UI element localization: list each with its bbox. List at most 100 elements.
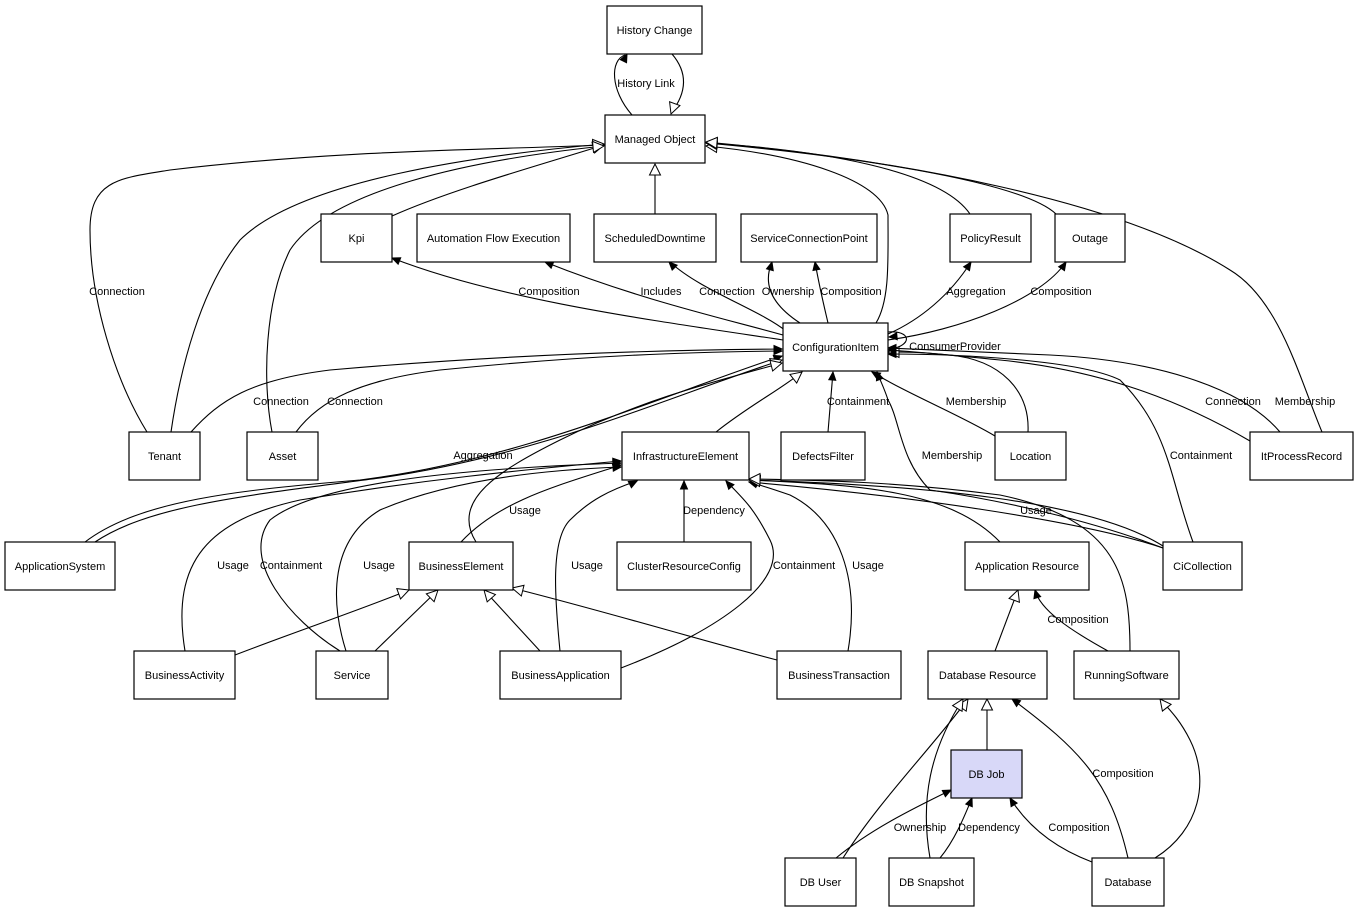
- edge-line: [190, 348, 783, 433]
- edge-running-software-to-application-resource: [1033, 588, 1109, 652]
- association-arrowhead: [619, 52, 628, 64]
- node-label: ApplicationSystem: [15, 561, 106, 573]
- association-arrowhead: [812, 260, 821, 272]
- edge-line: [715, 371, 803, 433]
- edge-label: Ownership: [894, 822, 947, 834]
- node-running-software[interactable]: RunningSoftware: [1073, 650, 1180, 700]
- node-database[interactable]: Database: [1091, 857, 1165, 907]
- edge-label: Usage: [509, 505, 541, 517]
- node-business-transaction[interactable]: BusinessTransaction: [776, 650, 902, 700]
- node-box: [621, 431, 750, 481]
- edge-outage-to-managed-object: [704, 136, 1057, 215]
- edge-policy-result-to-managed-object: [704, 137, 971, 215]
- edge-line: [876, 371, 1164, 549]
- node-business-application[interactable]: BusinessApplication: [499, 650, 622, 700]
- node-tenant[interactable]: Tenant: [128, 431, 201, 481]
- node-outage[interactable]: Outage: [1054, 213, 1126, 263]
- node-box: [604, 114, 706, 164]
- node-application-resource[interactable]: Application Resource: [964, 541, 1090, 591]
- edge-line: [669, 261, 787, 332]
- edge-infrastructure-element-to-configuration-item: [715, 371, 803, 433]
- edge-line: [94, 359, 783, 543]
- node-box: [1054, 213, 1126, 263]
- node-service-connection-point[interactable]: ServiceConnectionPoint: [740, 213, 878, 263]
- node-label: Kpi: [349, 233, 365, 245]
- node-application-system[interactable]: ApplicationSystem: [4, 541, 116, 591]
- node-defects-filter[interactable]: DefectsFilter: [780, 431, 866, 481]
- edge-kpi-to-managed-object: [391, 141, 606, 217]
- node-infrastructure-element[interactable]: InfrastructureElement: [621, 431, 750, 481]
- edge-line: [767, 261, 801, 324]
- node-box: [616, 541, 752, 591]
- edge-line: [295, 350, 783, 433]
- node-database-resource[interactable]: Database Resource: [927, 650, 1048, 700]
- node-cluster-resource-config[interactable]: ClusterResourceConfig: [616, 541, 752, 591]
- node-box: [606, 5, 703, 55]
- node-asset[interactable]: Asset: [246, 431, 319, 481]
- node-it-process-record[interactable]: ItProcessRecord: [1249, 431, 1354, 481]
- association-arrowhead: [765, 260, 774, 272]
- edge-db-job-to-database-resource: [980, 697, 994, 750]
- node-automation-flow-execution[interactable]: Automation Flow Execution: [416, 213, 571, 263]
- inheritance-arrowhead: [789, 371, 803, 385]
- node-policy-result[interactable]: PolicyResult: [949, 213, 1032, 263]
- edge-db-snapshot-to-db-job: [939, 796, 973, 859]
- edge-business-activity-to-business-element: [234, 588, 411, 656]
- edge-line: [887, 261, 972, 335]
- node-label: PolicyResult: [960, 233, 1021, 245]
- node-label: ConfigurationItem: [792, 342, 879, 354]
- edge-line: [827, 371, 834, 433]
- edge-label: Containment: [827, 396, 889, 408]
- node-business-element[interactable]: BusinessElement: [408, 541, 514, 591]
- association-arrowhead: [543, 261, 555, 270]
- node-service[interactable]: Service: [315, 650, 389, 700]
- association-arrowhead: [941, 789, 953, 798]
- node-box: [408, 541, 514, 591]
- node-kpi[interactable]: Kpi: [320, 213, 393, 263]
- node-scheduled-downtime[interactable]: ScheduledDowntime: [593, 213, 717, 263]
- edge-configuration-item-to-scheduled-downtime: [668, 261, 787, 332]
- edge-label: Connection: [1205, 396, 1261, 408]
- node-db-snapshot[interactable]: DB Snapshot: [888, 857, 975, 907]
- node-business-activity[interactable]: BusinessActivity: [133, 650, 236, 700]
- edge-label: Dependency: [958, 822, 1020, 834]
- node-box: [964, 541, 1090, 591]
- association-arrowhead: [964, 796, 973, 808]
- edge-configuration-item-to-service-connection-point: [765, 260, 801, 324]
- edge-line: [842, 698, 969, 859]
- node-managed-object[interactable]: Managed Object: [604, 114, 706, 164]
- node-label: History Change: [617, 25, 693, 37]
- edge-label: Membership: [946, 396, 1007, 408]
- edge-line: [483, 589, 541, 652]
- edge-line: [705, 142, 971, 215]
- edge-it-process-record-to-managed-object: [704, 136, 1323, 433]
- node-history-change[interactable]: History Change: [606, 5, 703, 55]
- node-db-job[interactable]: DB Job: [950, 749, 1023, 799]
- node-ci-collection[interactable]: CiCollection: [1162, 541, 1243, 591]
- edge-ci-collection-to-infrastructure-element: [747, 474, 1164, 547]
- node-configuration-item[interactable]: ConfigurationItem: [782, 322, 889, 372]
- edge-label: Usage: [217, 560, 249, 572]
- node-location[interactable]: Location: [994, 431, 1067, 481]
- edge-database-to-running-software: [1154, 698, 1201, 859]
- inheritance-arrowhead: [1008, 588, 1020, 603]
- edge-location-to-configuration-item: [886, 345, 1029, 433]
- node-label: Service: [334, 670, 371, 682]
- inheritance-arrowhead: [425, 589, 439, 603]
- edge-line: [705, 141, 1323, 433]
- edge-line: [511, 587, 778, 661]
- association-arrowhead: [612, 463, 623, 472]
- association-arrowhead: [1033, 588, 1042, 600]
- node-label: Automation Flow Execution: [427, 233, 560, 245]
- node-db-user[interactable]: DB User: [784, 857, 857, 907]
- edge-label: History Link: [617, 78, 675, 90]
- inheritance-arrowhead: [704, 136, 718, 150]
- node-label: Outage: [1072, 233, 1108, 245]
- edge-configuration-item-to-kpi: [390, 257, 784, 341]
- node-label: Application Resource: [975, 561, 1079, 573]
- edge-label: Composition: [1047, 614, 1108, 626]
- association-arrowhead: [886, 343, 897, 353]
- node-label: Database Resource: [939, 670, 1036, 682]
- edge-line: [887, 349, 1251, 442]
